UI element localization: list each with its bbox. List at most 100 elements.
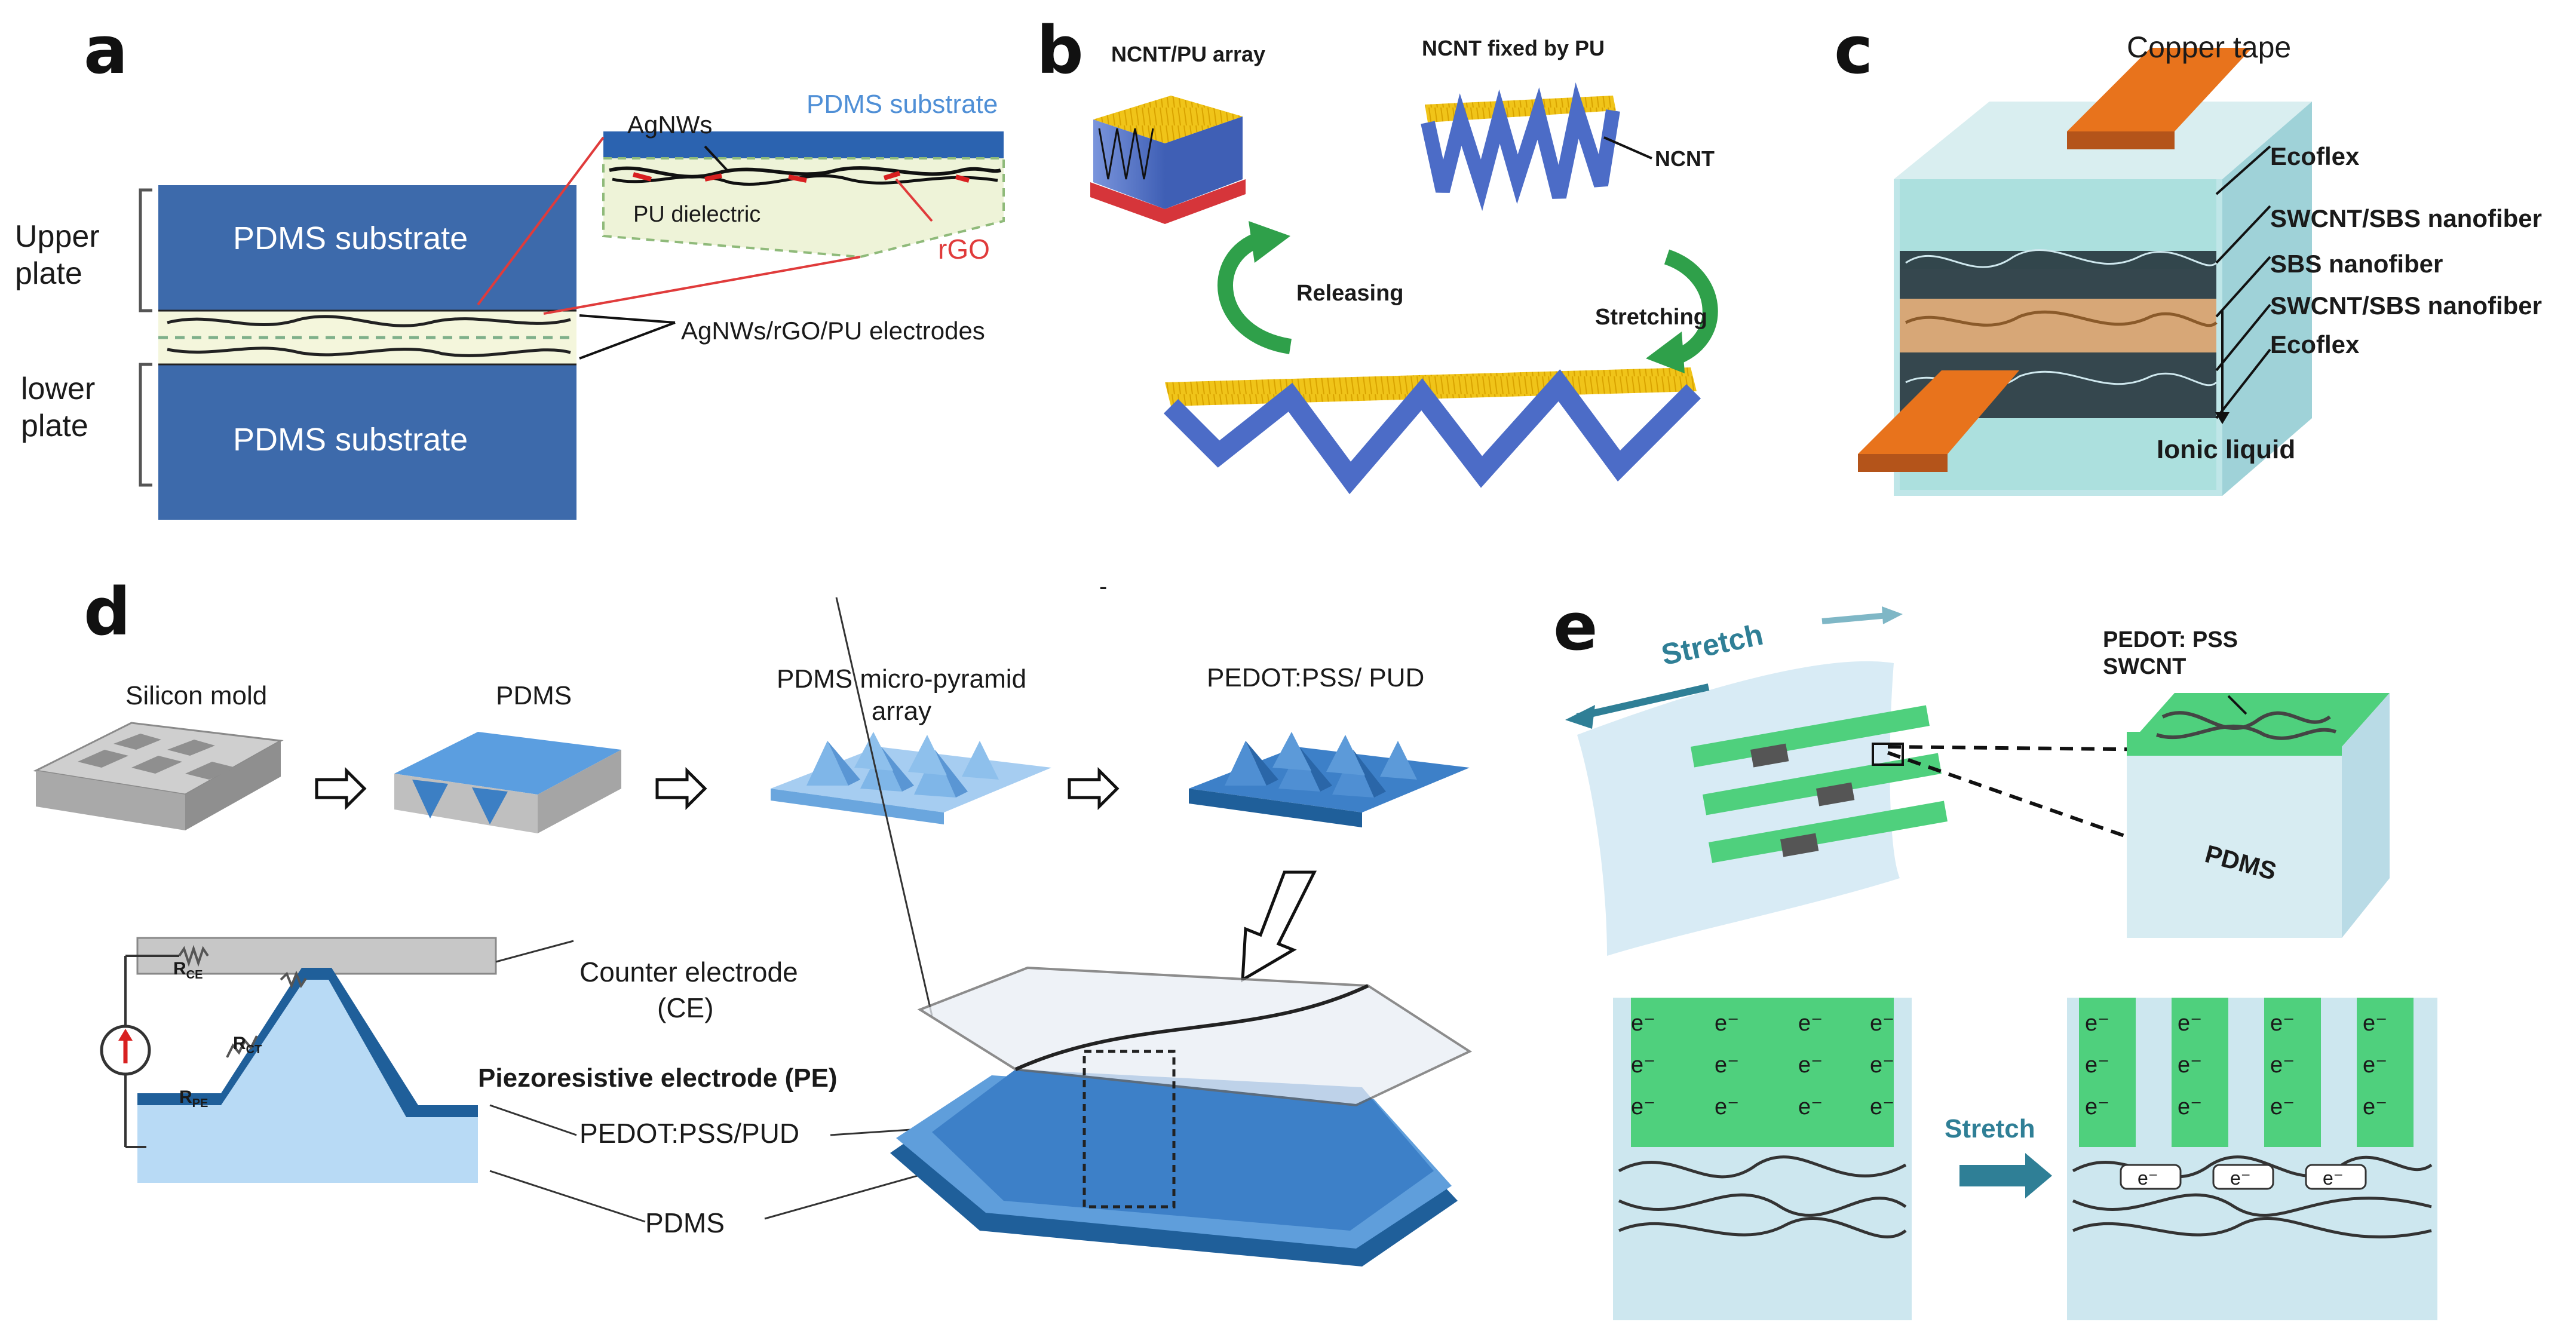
side-face (2222, 102, 2312, 496)
electron-grid-left: e⁻ e⁻ e⁻ e⁻ e⁻ e⁻ e⁻ e⁻ e⁻ e⁻ e⁻ e⁻ (1631, 1010, 1930, 1165)
ncnt-label: NCNT (1655, 146, 1715, 171)
electron-label: e⁻ (1798, 1094, 1823, 1120)
pdms-step-top (394, 732, 621, 795)
pedot-strips (1691, 705, 1948, 863)
electron-label: e⁻ (2085, 1094, 2110, 1120)
electron-label: e⁻ (2270, 1011, 2295, 1036)
electron-label: e⁻ (1715, 1094, 1740, 1120)
panel-a-label: a (84, 12, 128, 88)
fixed-top-layer (1425, 96, 1616, 122)
electron-label: e⁻ (2363, 1094, 2388, 1120)
step-label-3: PDMS micro-pyramid array (777, 664, 1027, 726)
stretch-arrow-left (1576, 683, 1710, 720)
layer-label-5: Ecoflex (2270, 330, 2360, 358)
pedot-pud-label: PEDOT:PSS/PUD (579, 1118, 800, 1149)
electron-label: e⁻ (2363, 1053, 2388, 1078)
panel-d-label: d (84, 574, 131, 650)
step-label-2: PDMS (496, 681, 572, 710)
releasing-arrow (1218, 231, 1292, 354)
ionic-liquid-label: Ionic liquid (2157, 435, 2296, 464)
zoom-line-upper (477, 136, 605, 306)
sbs-layer (1900, 299, 2216, 352)
layer-label-4: SWCNT/SBS nanofiber (2270, 292, 2543, 320)
resistor-pe (226, 1035, 258, 1058)
electron-label: e⁻ (1870, 1094, 1895, 1120)
step-arrow-1 (315, 766, 367, 811)
piezo-electrode-label: Piezoresistive electrode (PE) (478, 1063, 838, 1093)
electron-label: e⁻ (2178, 1011, 2203, 1036)
electron-label: e⁻ (2270, 1094, 2295, 1120)
counter-electrode-label: Counter electrode (579, 956, 798, 988)
pdms-cross-section (137, 980, 478, 1183)
upper-bracket (139, 188, 152, 312)
rgo-label: rGO (938, 234, 990, 265)
electrodes-label: AgNWs/rGO/PU electrodes (681, 317, 985, 345)
copper-tape-label: Copper tape (2127, 30, 2292, 64)
stretch-arrow-right (1821, 612, 1888, 624)
array-base (1090, 179, 1246, 224)
layer-label-2: SWCNT/SBS nanofiber (2270, 204, 2543, 232)
layer-label-3: SBS nanofiber (2270, 250, 2443, 278)
panel-a-diagram (139, 131, 1005, 520)
lower-plate-label: lower plate (21, 372, 96, 443)
electron-label: e⁻ (1870, 1011, 1895, 1036)
lower-substrate-label: PDMS substrate (233, 422, 468, 458)
zoom-block-front (2127, 747, 2342, 938)
upper-substrate-label: PDMS substrate (233, 220, 468, 256)
inset-substrate (603, 131, 1004, 158)
step-arrow-2 (655, 766, 707, 811)
panel-b-diagram (1090, 82, 1718, 495)
step-label-1: Silicon mold (125, 681, 268, 710)
electron-label: e⁻ (1715, 1011, 1740, 1036)
array-label: NCNT/PU array (1111, 42, 1266, 66)
electron-label: e⁻ (2178, 1053, 2203, 1078)
stretch-label-middle: Stretch (1945, 1114, 2035, 1143)
resistor-ct (280, 970, 307, 989)
copper-tape-bottom (1858, 370, 2019, 454)
stretching-label: Stretching (1595, 305, 1707, 330)
electron-label: e⁻ (1798, 1011, 1823, 1036)
array-top (1093, 96, 1243, 143)
pyramid-field (932, 1069, 1434, 1231)
panel-b-label: b (1036, 12, 1084, 88)
fixed-label: NCNT fixed by PU (1422, 36, 1605, 60)
layer-label-1: Ecoflex (2270, 142, 2360, 170)
panel-c-label: c (1834, 12, 1873, 88)
upper-plate-label: Upper plate (15, 219, 100, 291)
pe-coating (137, 968, 478, 1117)
electron-label: e⁻ (2363, 1011, 2388, 1036)
swcnt-label: SWCNT (2103, 654, 2186, 679)
lower-bracket (139, 363, 152, 487)
electron-label: e⁻ (2138, 1167, 2158, 1189)
electron-label: e⁻ (2085, 1011, 2110, 1036)
step-arrow-3 (1068, 766, 1120, 811)
electron-label: e⁻ (1631, 1053, 1656, 1078)
schematic-left-cnt (1618, 1155, 1907, 1238)
inset-substrate-label: PDMS substrate (806, 90, 998, 119)
electron-label: e⁻ (1870, 1053, 1895, 1078)
electron-grid-right: e⁻ e⁻ e⁻ e⁻ e⁻ e⁻ e⁻ e⁻ e⁻ e⁻ e⁻ e⁻ e⁻ e… (2085, 1010, 2455, 1201)
agnws-label: AgNWs (627, 111, 713, 139)
electron-label: e⁻ (1798, 1053, 1823, 1078)
schematic-left-pedot (1631, 998, 1894, 1147)
panel-d-diagram (33, 597, 1473, 1266)
r-ce-label: RCE (173, 959, 203, 982)
releasing-label: Releasing (1296, 281, 1404, 306)
r-ct-label: RCT (233, 1034, 262, 1056)
electron-label: e⁻ (2178, 1094, 2203, 1120)
pedot-pss-label: PEDOT: PSS (2103, 627, 2238, 652)
electron-label: e⁻ (1631, 1094, 1656, 1120)
copper-tape-top (2067, 48, 2252, 131)
panel-c-diagram (1858, 48, 2312, 496)
ncnt-zigzag-top (1421, 82, 1620, 211)
assembly-arrow (1241, 870, 1317, 983)
ncnt-zigzag-stretched (1163, 369, 1701, 495)
resistor-ce (178, 944, 209, 967)
panel-e-label: e (1553, 588, 1598, 665)
panel-e-diagram (1565, 606, 2437, 1320)
r-pe-label: RPE (179, 1087, 208, 1110)
electron-label: e⁻ (1631, 1011, 1656, 1036)
step-label-4: PEDOT:PSS/ PUD (1207, 663, 1425, 692)
pdms-label-d: PDMS (645, 1207, 725, 1238)
